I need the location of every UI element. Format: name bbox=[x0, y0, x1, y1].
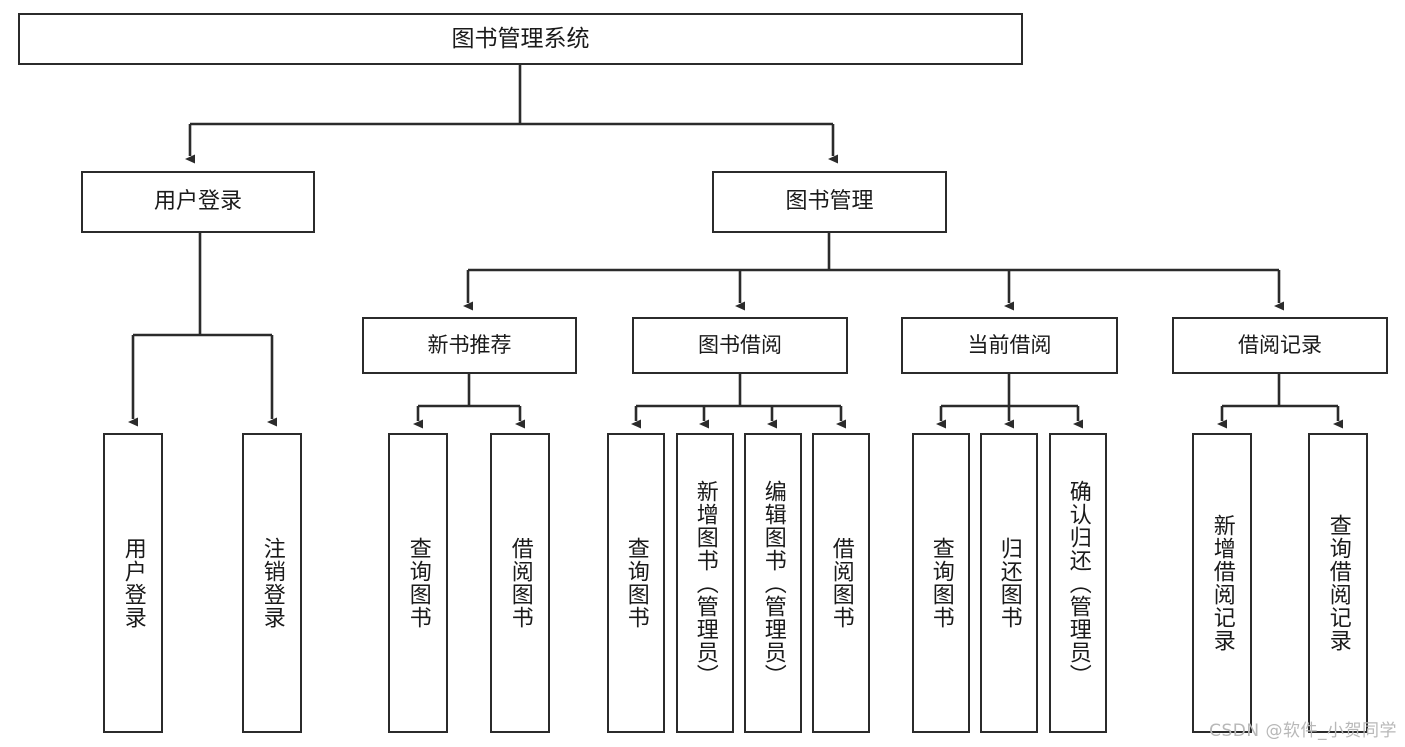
node-book-borrow[interactable]: 图书借阅 bbox=[632, 317, 848, 374]
node-label: 新增借阅记录 bbox=[1209, 514, 1235, 652]
node-leaf-add-book[interactable]: 新增图书（管理员） bbox=[676, 433, 734, 733]
node-book-management[interactable]: 图书管理 bbox=[712, 171, 947, 233]
node-leaf-add-borrow-record[interactable]: 新增借阅记录 bbox=[1192, 433, 1252, 733]
node-label: 当前借阅 bbox=[967, 333, 1052, 358]
node-label: 图书管理 bbox=[785, 189, 874, 215]
node-label: 查询图书 bbox=[623, 537, 649, 629]
node-leaf-borrow-book-2[interactable]: 借阅图书 bbox=[812, 433, 870, 733]
node-label: 新书推荐 bbox=[427, 333, 512, 358]
node-label: 新增图书（管理员） bbox=[692, 479, 718, 687]
node-leaf-user-login[interactable]: 用户登录 bbox=[103, 433, 163, 733]
node-new-book-recommendation[interactable]: 新书推荐 bbox=[362, 317, 577, 374]
csdn-watermark: CSDN @软件_小贺同学 bbox=[1209, 721, 1397, 741]
node-label: 归还图书 bbox=[996, 537, 1022, 629]
node-leaf-confirm-return[interactable]: 确认归还（管理员） bbox=[1049, 433, 1107, 733]
node-label: 用户登录 bbox=[120, 537, 146, 629]
node-label: 借阅图书 bbox=[828, 537, 854, 629]
node-leaf-logout[interactable]: 注销登录 bbox=[242, 433, 302, 733]
node-user-login[interactable]: 用户登录 bbox=[81, 171, 315, 233]
node-root-book-management-system[interactable]: 图书管理系统 bbox=[18, 13, 1023, 65]
node-label: 图书借阅 bbox=[698, 333, 782, 358]
node-leaf-query-book-3[interactable]: 查询图书 bbox=[912, 433, 970, 733]
node-leaf-query-book-2[interactable]: 查询图书 bbox=[607, 433, 665, 733]
node-borrow-record[interactable]: 借阅记录 bbox=[1172, 317, 1388, 374]
node-label: 查询借阅记录 bbox=[1325, 514, 1351, 652]
node-label: 确认归还（管理员） bbox=[1065, 479, 1091, 687]
node-label: 查询图书 bbox=[928, 537, 954, 629]
node-leaf-return-book[interactable]: 归还图书 bbox=[980, 433, 1038, 733]
node-leaf-query-book-1[interactable]: 查询图书 bbox=[388, 433, 448, 733]
node-label: 编辑图书（管理员） bbox=[760, 479, 786, 687]
node-leaf-query-borrow-record[interactable]: 查询借阅记录 bbox=[1308, 433, 1368, 733]
node-label: 借阅图书 bbox=[507, 537, 533, 629]
node-current-borrow[interactable]: 当前借阅 bbox=[901, 317, 1118, 374]
node-label: 图书管理系统 bbox=[451, 25, 590, 52]
node-label: 注销登录 bbox=[259, 537, 285, 629]
node-label: 借阅记录 bbox=[1238, 333, 1322, 358]
node-leaf-edit-book[interactable]: 编辑图书（管理员） bbox=[744, 433, 802, 733]
node-label: 用户登录 bbox=[153, 189, 242, 215]
node-leaf-borrow-book-1[interactable]: 借阅图书 bbox=[490, 433, 550, 733]
node-label: 查询图书 bbox=[405, 537, 431, 629]
